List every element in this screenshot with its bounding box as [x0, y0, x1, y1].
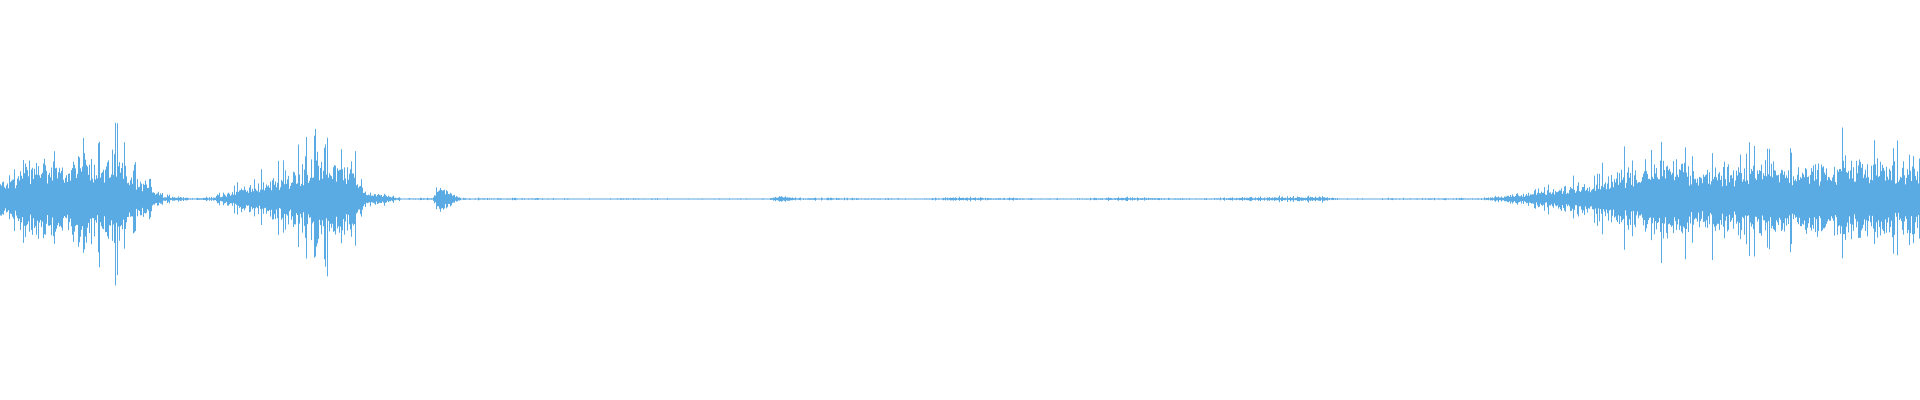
waveform-samples: [0, 122, 1920, 286]
waveform-path: [0, 122, 1920, 286]
